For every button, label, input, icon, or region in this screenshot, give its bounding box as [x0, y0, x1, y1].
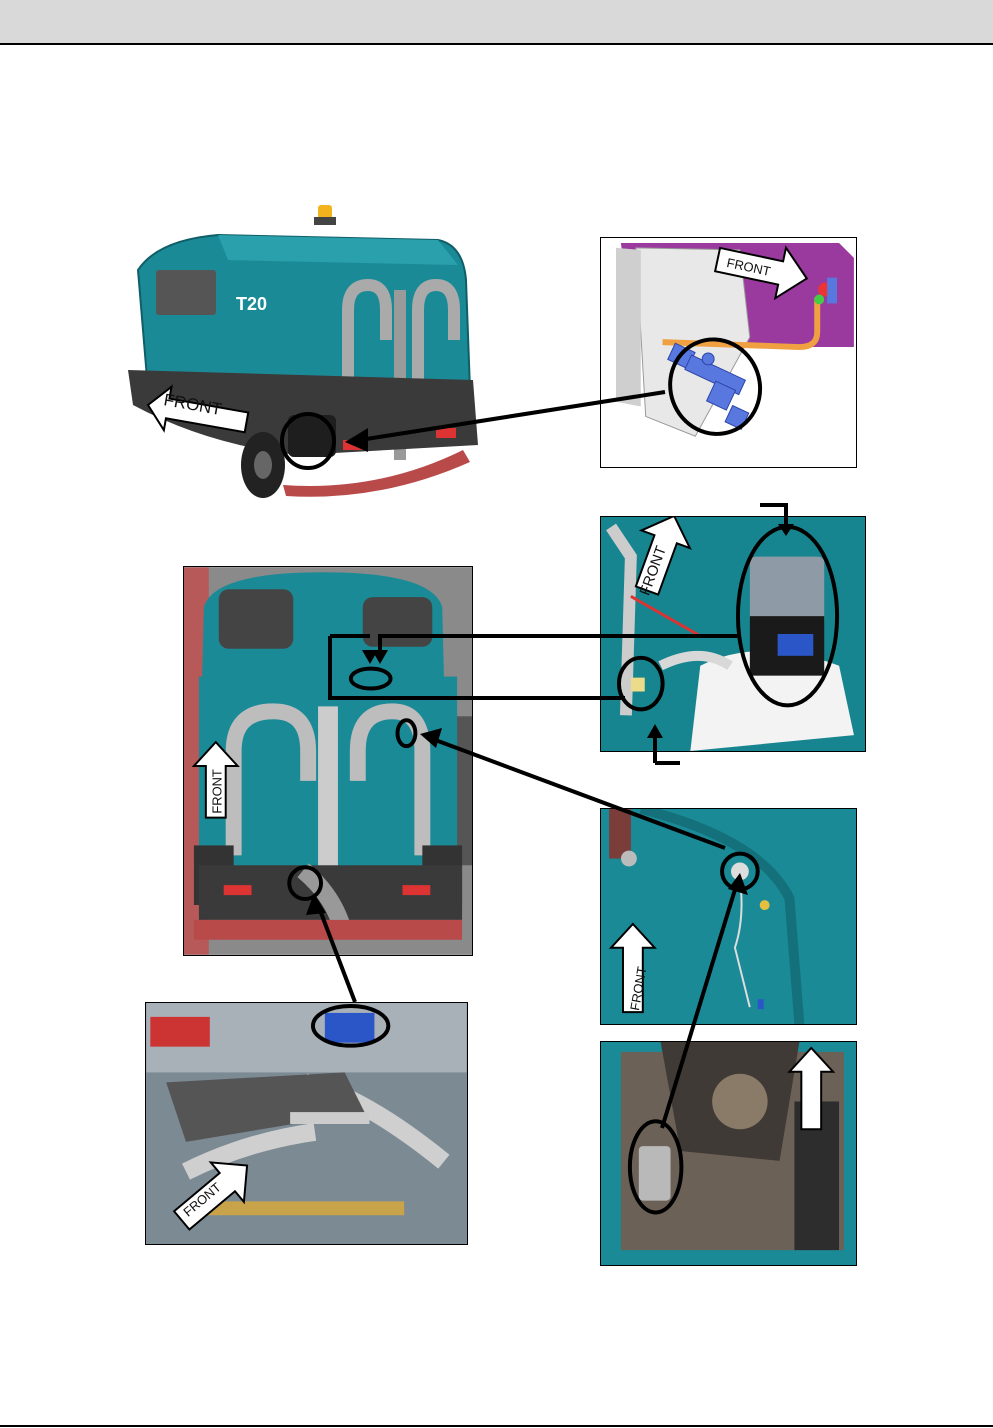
- float-detail-photo: [600, 1041, 857, 1266]
- water-valve-diagram: FRONT: [600, 237, 857, 468]
- machine-rear-view-illustration: FRONT: [184, 567, 472, 955]
- page-footer-rule: [0, 1425, 993, 1427]
- water-valve-illustration: FRONT: [601, 238, 856, 467]
- machine-rear-view-photo: FRONT: [183, 566, 473, 956]
- machine-rear-three-quarter-photo: T20 FRONT: [118, 200, 490, 502]
- pump-motor-photo: FRONT: [600, 516, 866, 752]
- squeegee-linkage-photo: FRONT: [145, 1002, 468, 1245]
- page-header-band: [0, 0, 993, 45]
- float-detail-illustration: [601, 1042, 856, 1265]
- squeegee-linkage-illustration: FRONT: [146, 1003, 467, 1244]
- float-switch-illustration: FRONT: [601, 809, 856, 1024]
- svg-text:T20: T20: [236, 294, 267, 314]
- pump-motor-illustration: FRONT: [601, 517, 865, 751]
- float-switch-photo: FRONT: [600, 808, 857, 1025]
- front-label: FRONT: [210, 769, 225, 814]
- machine-rear-three-quarter-illustration: T20 FRONT: [118, 200, 490, 502]
